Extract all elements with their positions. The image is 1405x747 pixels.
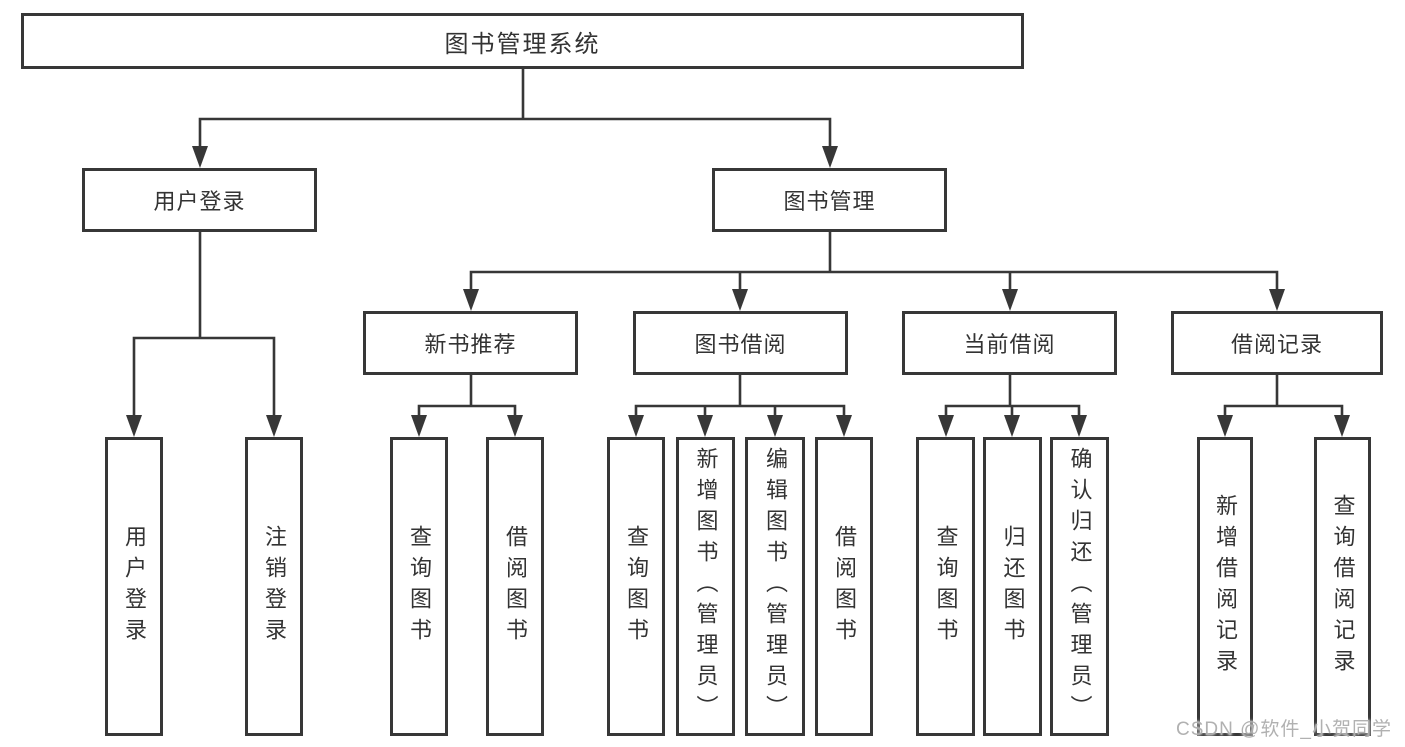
node-borrow-records-label: 借阅记录	[1230, 332, 1323, 357]
node-leaf-query-borrow-record-label: 查询借阅记录	[1330, 493, 1356, 680]
node-book-mgmt-label: 图书管理	[783, 189, 876, 214]
node-leaf-borrow-book: 借阅图书	[815, 437, 873, 736]
node-leaf-add-book-label: 新增图书（管理员）	[693, 447, 719, 726]
node-leaf-query-book-current-label: 查询图书	[933, 524, 959, 649]
node-book-borrow-label: 图书借阅	[694, 332, 787, 357]
node-leaf-query-book-rec: 查询图书	[390, 437, 448, 736]
node-leaf-logout: 注销登录	[245, 437, 303, 736]
node-current-borrow: 当前借阅	[902, 311, 1117, 375]
node-current-borrow-label: 当前借阅	[963, 332, 1056, 357]
node-leaf-add-borrow-record-label: 新增借阅记录	[1213, 493, 1238, 680]
node-book-mgmt: 图书管理	[712, 168, 947, 232]
node-leaf-add-book: 新增图书（管理员）	[676, 437, 735, 736]
node-leaf-user-login-label: 用户登录	[122, 524, 147, 649]
node-leaf-query-borrow-record: 查询借阅记录	[1314, 437, 1371, 736]
node-leaf-confirm-return-label: 确认归还（管理员）	[1067, 447, 1093, 726]
node-leaf-borrow-book-rec: 借阅图书	[486, 437, 544, 736]
node-root: 图书管理系统	[21, 13, 1024, 69]
node-user-login-label: 用户登录	[153, 189, 246, 214]
node-leaf-edit-book: 编辑图书（管理员）	[745, 437, 805, 736]
csdn-watermark: CSDN @软件_小贺同学	[1176, 719, 1392, 740]
node-borrow-records: 借阅记录	[1171, 311, 1383, 375]
node-leaf-return-book: 归还图书	[983, 437, 1042, 736]
node-leaf-query-book-borrow-label: 查询图书	[624, 524, 649, 649]
node-leaf-query-book-borrow: 查询图书	[607, 437, 665, 736]
node-leaf-query-book-rec-label: 查询图书	[407, 524, 432, 649]
node-user-login: 用户登录	[82, 168, 317, 232]
connector-paths	[132, 69, 1344, 419]
node-leaf-add-borrow-record: 新增借阅记录	[1197, 437, 1253, 736]
node-leaf-borrow-book-rec-label: 借阅图书	[503, 524, 528, 649]
node-root-label: 图书管理系统	[444, 30, 601, 58]
node-leaf-logout-label: 注销登录	[262, 524, 287, 649]
connector-arrowheads	[126, 146, 1350, 437]
node-new-book-rec-label: 新书推荐	[424, 332, 517, 357]
node-leaf-return-book-label: 归还图书	[1000, 524, 1026, 649]
node-leaf-borrow-book-label: 借阅图书	[832, 524, 857, 649]
node-leaf-confirm-return: 确认归还（管理员）	[1050, 437, 1109, 736]
node-leaf-user-login: 用户登录	[105, 437, 163, 736]
node-leaf-query-book-current: 查询图书	[916, 437, 975, 736]
node-book-borrow: 图书借阅	[633, 311, 848, 375]
node-new-book-rec: 新书推荐	[363, 311, 578, 375]
node-leaf-edit-book-label: 编辑图书（管理员）	[763, 447, 788, 726]
